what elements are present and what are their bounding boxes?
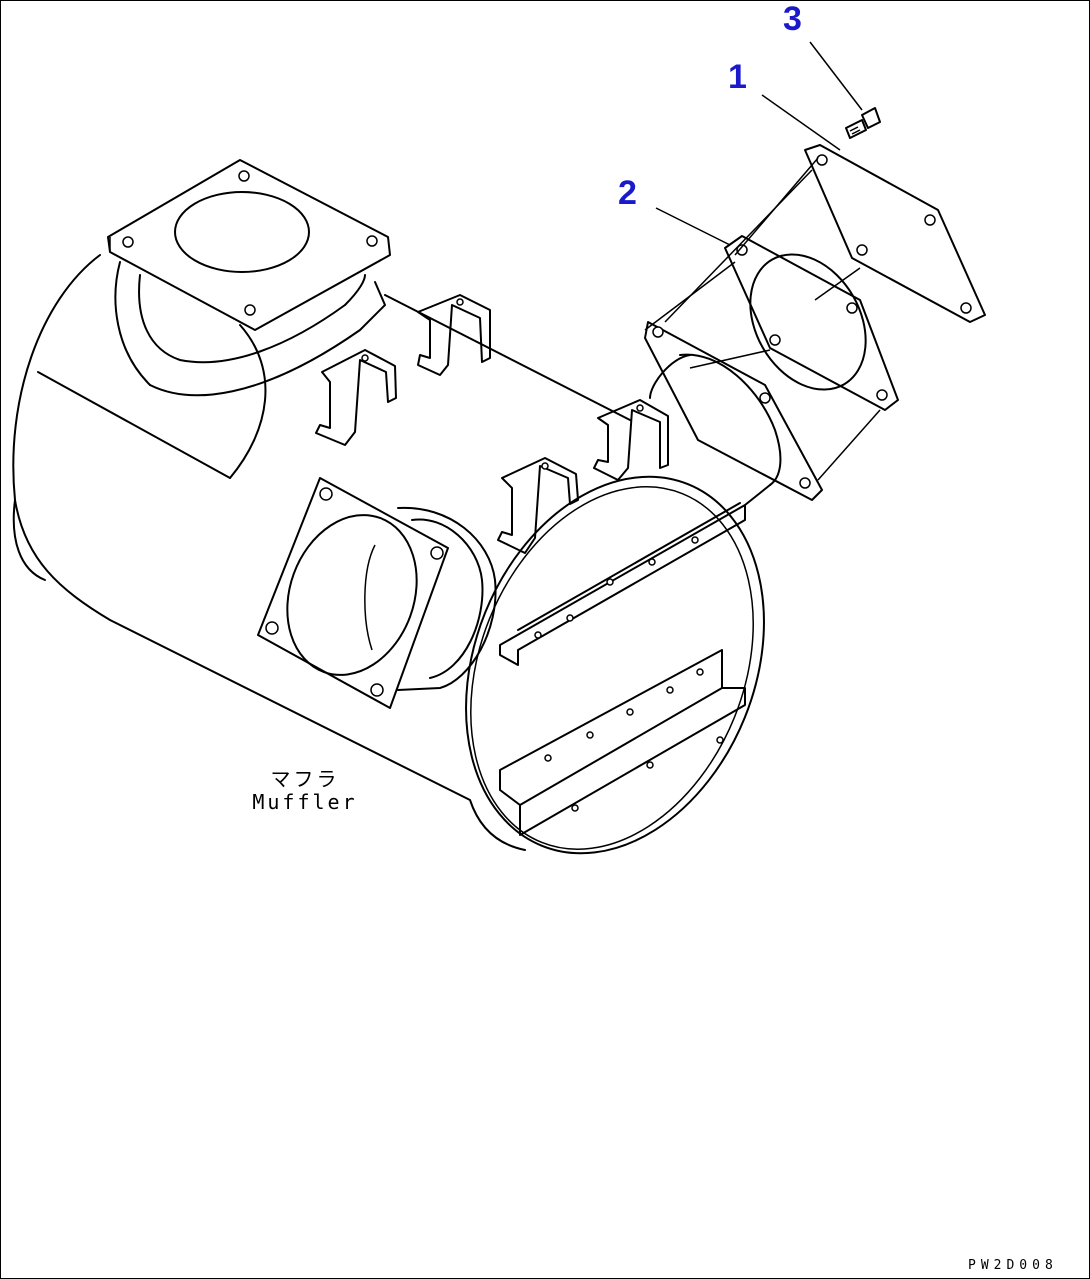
callout-number-2: 2 (618, 174, 637, 212)
end-cap-angle-brackets (499, 502, 746, 836)
end-outlet-flange (644, 321, 823, 506)
muffler-end-cap (465, 475, 765, 855)
leader-lines (644, 41, 881, 481)
mounting-brackets (315, 294, 669, 554)
cover-plate-part-1 (804, 144, 986, 323)
side-outlet-flange (257, 477, 497, 709)
callout-number-3: 3 (783, 0, 802, 38)
bolt-part-3 (845, 107, 881, 139)
top-inlet-flange (107, 159, 391, 397)
gasket-part-2 (724, 235, 899, 411)
callout-number-1: 1 (728, 58, 747, 96)
muffler-label-japanese: マフラ (270, 767, 340, 791)
muffler-body (12, 254, 631, 851)
muffler-label: マフラ Muffler (250, 768, 360, 814)
muffler-label-english: Muffler (252, 790, 358, 814)
drawing-code: PW2D008 (968, 1258, 1058, 1273)
